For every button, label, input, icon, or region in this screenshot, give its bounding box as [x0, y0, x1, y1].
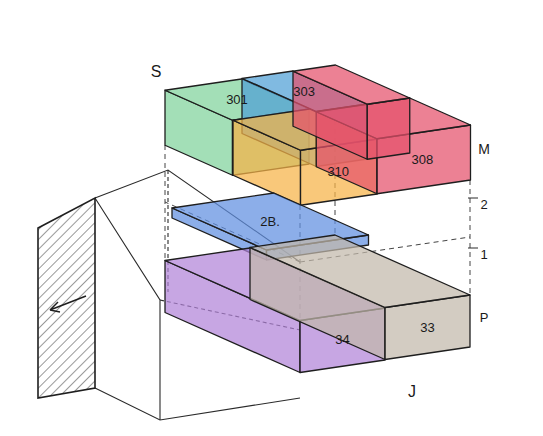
room-number: 308: [412, 152, 434, 167]
label-text: P: [480, 311, 489, 325]
label-text: S: [151, 63, 162, 81]
room-face: [250, 235, 470, 308]
label-text: J: [408, 383, 416, 401]
room-volume: 33: [248, 233, 472, 362]
level-label: 2: [480, 198, 487, 212]
room-faces: [248, 233, 472, 362]
room-volume: 308: [291, 63, 473, 196]
room-face: [293, 65, 410, 104]
direction-arrow: [50, 296, 86, 312]
label-text: 2: [480, 198, 487, 212]
level-ticks: [468, 198, 478, 248]
room-number: 303: [293, 84, 315, 99]
level-label: J: [408, 383, 416, 401]
room-number: 33: [420, 320, 434, 335]
label-text: M: [478, 142, 490, 157]
level-label: S: [151, 63, 162, 81]
room-number: 2B.: [260, 214, 280, 229]
side-edge: [95, 198, 160, 420]
room-number: 34: [335, 332, 349, 347]
ground-line: [95, 388, 300, 420]
level-tick: [468, 248, 478, 249]
room-number: 310: [327, 164, 349, 179]
room-faces: [291, 63, 473, 196]
level-tick: [468, 198, 478, 199]
hatched-wall: [38, 198, 95, 398]
label-text: 1: [480, 248, 487, 262]
level-label: 1: [480, 248, 487, 262]
room-face: [367, 98, 410, 159]
level-label: M: [478, 142, 490, 157]
room-number: 301: [226, 92, 248, 107]
level-label: P: [480, 311, 489, 325]
